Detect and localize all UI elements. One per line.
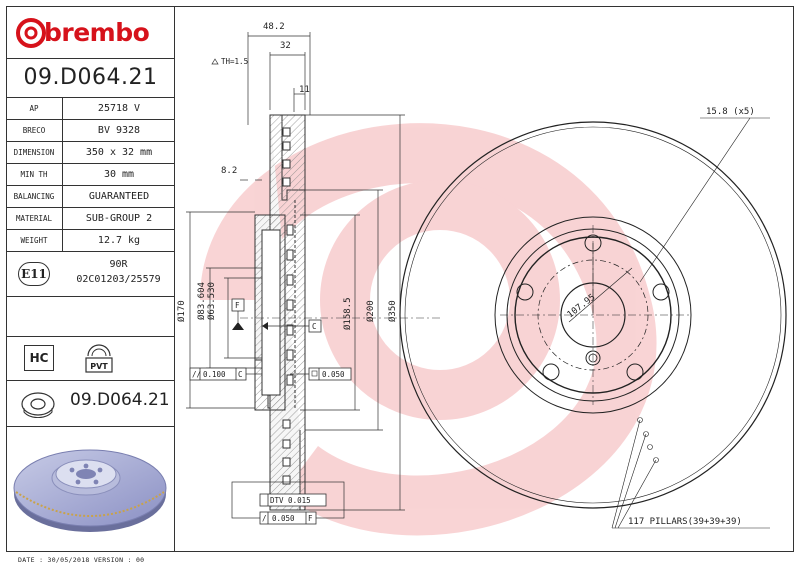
th-note: TH=1.5 [211,57,248,66]
sheet-frame [6,6,794,552]
spec-key: BRECO [6,119,63,142]
svg-text:C: C [238,370,243,379]
e11-badge: E11 [18,262,50,286]
pvt-icon: PVT [85,344,113,373]
dim-d83: Ø83.604 [196,282,207,320]
dim-d63: Ø63.530 [206,282,217,320]
info-panel [6,6,175,552]
hc-badge: HC [24,345,54,371]
svg-text:0.050: 0.050 [322,370,345,379]
datum-c: C [262,319,322,333]
footer-date-version: DATE : 30/05/2018 VERSION : 00 [18,556,145,564]
spec-value: BV 9328 [62,119,175,142]
dim-bolt-holes: 15.8 (x5) [706,107,755,117]
part-number-row: 09.D064.21 [6,380,175,427]
section-view [240,114,440,511]
spec-value: 350 x 32 mm [62,141,175,164]
spec-key: MIN TH [6,163,63,186]
spec-key: BALANCING [6,185,63,208]
spec-key: AP [6,98,63,120]
brand-name: brembo [44,18,150,47]
blank-row [6,296,175,337]
dim-hat-offset: 11 [299,85,310,95]
svg-text:/: / [262,514,267,523]
svg-text:C: C [312,322,317,331]
dim-d170: Ø170 [176,300,187,322]
pvt-label: PVT [90,362,108,371]
disc-outline-icon [21,392,55,418]
spec-key: DIMENSION [6,141,63,164]
dim-thickness: 32 [280,41,291,51]
svg-text:0.050: 0.050 [272,514,295,523]
dim-d158: Ø158.5 [342,297,353,330]
part-number-bottom: 09.D064.21 [70,390,170,410]
approval-line2: 02C01203/25579 [76,274,161,285]
dim-flange: 8.2 [221,166,237,176]
pillars-callout [611,417,770,529]
disc-product-image [13,449,167,532]
spec-value: GUARANTEED [62,185,175,208]
brembo-logo-icon [16,18,46,48]
hc-row: HC PVT [6,336,175,381]
tolerance-left: // 0.100 C [189,367,262,381]
datum-f: F [231,298,245,330]
dim-th-note: TH=1.5 [221,57,248,66]
svg-text://: // [192,370,201,379]
spec-value: 25718 V [62,98,175,120]
front-view [399,117,787,509]
svg-text:F: F [308,514,313,523]
svg-text:DTV 0.015: DTV 0.015 [270,496,311,505]
spec-value: SUB-GROUP 2 [62,207,175,230]
spec-value: 12.7 kg [62,229,175,252]
dim-pillars: 117 PILLARS(39+39+39) [628,517,742,527]
dim-d200: Ø200 [365,300,376,322]
part-number-top: 09.D064.21 [6,58,175,98]
dim-d350: Ø350 [387,300,398,322]
spec-key: MATERIAL [6,207,63,230]
svg-text:0.100: 0.100 [203,370,226,379]
svg-text:F: F [235,301,240,310]
tolerance-right: 0.050 [290,367,352,381]
tolerance-runout: / 0.050 F [259,511,317,525]
centre-lines [500,225,690,405]
approval-row: E11 90R 02C01203/25579 [6,250,175,297]
vane-channels [282,127,291,485]
approval-line1: 90R [109,259,128,270]
spec-value: 30 mm [62,163,175,186]
spec-key: WEIGHT [6,229,63,252]
dim-width-total: 48.2 [263,22,285,32]
brand-logo [14,16,164,56]
